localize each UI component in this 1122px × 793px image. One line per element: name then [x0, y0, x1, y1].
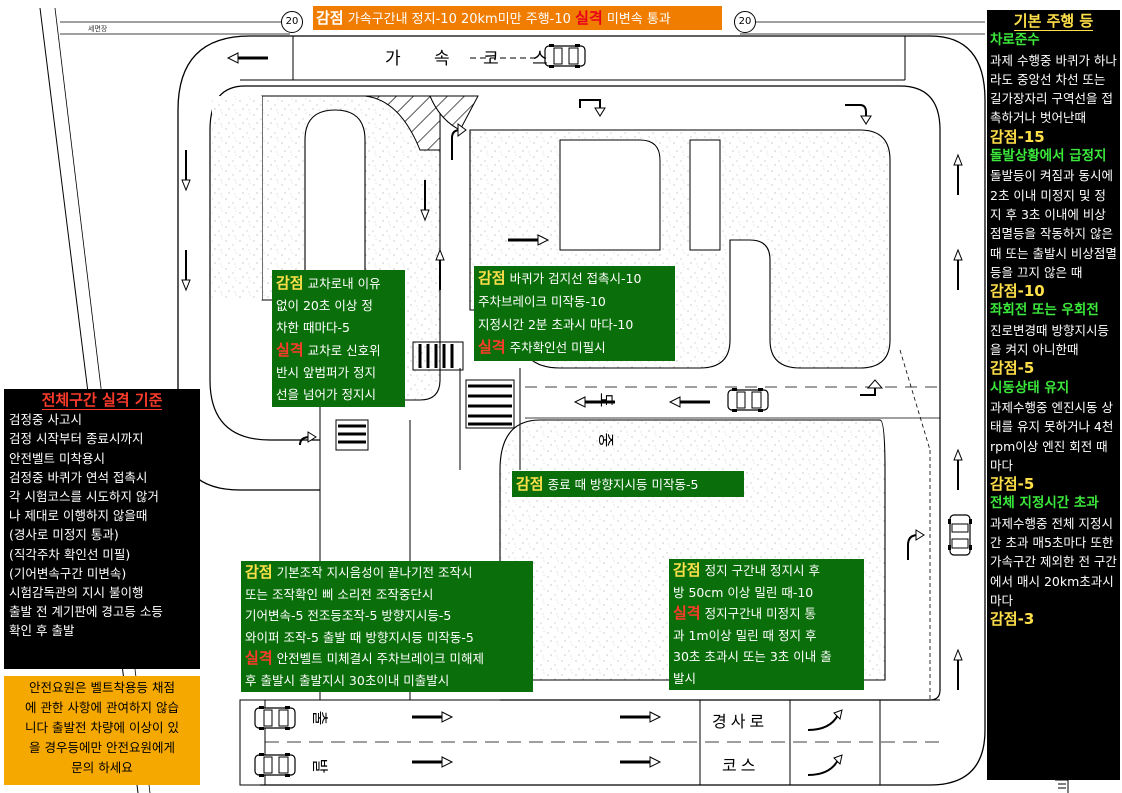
rule-line: 와이퍼 조작-5 출발 때 방향지시등 미작동-5 [245, 629, 474, 645]
deduct-tag: 감점 [516, 475, 544, 493]
speed-sign-left: 20 [281, 11, 303, 33]
intersection-rules-box: 감점 교차로내 이유 없이 20초 이상 정 차한 때마다-5 실격 교차로 신… [272, 270, 405, 407]
disqualification-criteria-panel: 전체구간 실격 기준 검정중 사고시 검정 시작부터 종료시까지 안전벨트 미착… [4, 389, 200, 669]
slope-course-label-bottom: 코스 [722, 756, 760, 775]
emergency-stop-title: 돌발상황에서 급정지 [990, 148, 1107, 165]
deduct-tag: 감점 [316, 9, 344, 27]
deduct-text: 가속구간내 정지-10 20km미만 주행-10 [347, 12, 571, 27]
notice-line: 문의 하세요 [71, 760, 133, 775]
deduct-tag: 감점 [245, 563, 273, 581]
acceleration-course-label: 가 속 코 스 [385, 49, 562, 69]
fail-tag: 실격 [276, 341, 304, 359]
time-limit-text: 과제수행중 전체 지정시간 초과 매5초마다 또한 가속구간 제외한 전 구간에… [990, 515, 1117, 608]
fail-tag: 실격 [575, 9, 603, 27]
criteria-line: (경사로 미정지 통과) [9, 527, 119, 543]
criteria-line: 확인 후 출발 [9, 623, 75, 639]
criteria-line: 검정 시작부터 종료시까지 [9, 431, 144, 447]
safety-staff-notice: 안전요원은 벨트착용등 채점 에 관한 사항에 관여하지 않습 니다 출발전 차… [4, 676, 200, 785]
speed-sign-right: 20 [734, 11, 756, 33]
rule-line: 과 1m이상 밀린 때 정지 후 [673, 627, 817, 643]
turn-title: 좌회전 또는 우회전 [990, 302, 1099, 319]
turn-signal-rule-box: 감점 종료 때 방향지시등 미작동-5 [512, 471, 744, 497]
fail-tag: 실격 [673, 604, 701, 622]
rule-line: 방 50cm 이상 밀린 때-10 [673, 584, 814, 600]
lane-keeping-points: 감점-15 [990, 127, 1045, 146]
criteria-line: 안전벨트 미착용시 [9, 450, 105, 466]
notice-line: 을 경우등에만 안전요원에게 [29, 740, 175, 755]
start-lane-label-1: 출 [310, 710, 330, 730]
parking-rules-box: 감점 바퀴가 검지선 접촉시-10 주차브레이크 미작동-10 지정시간 2분 … [474, 266, 675, 361]
rule-line: 지정시간 2분 초과시 마다-10 [478, 317, 634, 332]
notice-line: 에 관한 사항에 관여하지 않습 [25, 700, 179, 715]
rule-line: 감점 기본조작 지시음성이 끝나기전 조작시 [245, 563, 473, 581]
criteria-line: 각 시험코스를 시도하지 않거 [9, 489, 159, 505]
fail-tag: 실격 [245, 649, 273, 667]
criteria-line: 시험감독관의 지시 불이행 [9, 585, 144, 601]
rule-line: 후 출발시 출발지시 30초이내 미출발시 [245, 672, 450, 688]
deduct-tag: 감점 [673, 561, 701, 579]
engine-title: 시동상태 유지 [990, 379, 1070, 396]
fail-tag: 실격 [478, 338, 506, 356]
deduct-tag: 감점 [478, 269, 506, 287]
emergency-stop-points: 감점-10 [990, 282, 1045, 301]
notice-line: 안전요원은 벨트착용등 채점 [29, 680, 175, 695]
lane-keeping-text: 과제 수행중 바퀴가 하나라도 중앙선 차선 또는 길가장자리 구역선을 접촉하… [990, 52, 1117, 126]
rule-line: 기어변속-5 전조등조작-5 방향지시등-5 [245, 608, 452, 623]
criteria-line: 나 제대로 이행하지 않을때 [9, 508, 148, 524]
rule-line: 30초 초과시 또는 3초 이내 출 [673, 649, 832, 664]
turn-text: 진로변경때 방향지시등을 켜지 아니한때 [990, 322, 1109, 358]
rule-line: 선을 넘어가 정지시 [276, 387, 376, 402]
engine-points: 감점-5 [990, 475, 1035, 494]
rule-line: 반시 앞범퍼가 정지 [276, 365, 376, 380]
rule-line: 차한 때마다-5 [276, 320, 350, 335]
rule-line: 감점 정지 구간내 정지시 후 [673, 561, 821, 579]
criteria-line: 출발 전 계기판에 경고등 소등 [9, 604, 163, 620]
slope-rules-box: 감점 정지 구간내 정지시 후 방 50cm 이상 밀린 때-10 실격 정지구… [669, 559, 864, 690]
rule-line: 실격 주차확인선 미필시 [478, 338, 606, 356]
engine-text: 과제수행중 엔진시동 상태를 유지 못하거나 4천rpm이상 엔진 회전 때 마… [990, 399, 1114, 473]
time-limit-points: 감점-3 [990, 610, 1035, 629]
rule-line: 실격 교차로 신호위 [276, 341, 381, 359]
acceleration-course-rules-banner: 감점 가속구간내 정지-10 20km미만 주행-10 실격 미변속 통과 [313, 6, 722, 30]
rule-line: 실격 정지구간내 미정지 통 [673, 604, 817, 622]
criteria-line: (기어변속구간 미변속) [9, 565, 127, 581]
lane-label-bottom: 중 [596, 432, 616, 452]
lane-label-top: 도 [596, 392, 616, 412]
emergency-stop-text: 돌발등이 켜짐과 동시에 2초 이내 미정지 및 정지 후 3초 이내에 비상점… [990, 168, 1117, 280]
fail-text: 미변속 통과 [606, 12, 671, 27]
basic-operation-rules-box: 감점 기본조작 지시음성이 끝나기전 조작시 또는 조작확인 삐 소리전 조작중… [241, 561, 533, 692]
turn-points: 감점-5 [990, 359, 1035, 378]
slope-course-label-top: 경사로 [712, 712, 769, 731]
rule-line: 주차브레이크 미작동-10 [478, 294, 606, 309]
start-lane-label-2: 발 [310, 758, 330, 778]
rule-line: 또는 조작확인 삐 소리전 조작중단시 [245, 586, 434, 602]
criteria-line: 검정중 바퀴가 연석 접촉시 [9, 469, 148, 485]
rule-line: 감점 교차로내 이유 [276, 274, 381, 292]
rule-line: 감점 바퀴가 검지선 접촉시-10 [478, 269, 642, 287]
restroom-label: 세면장 [88, 25, 108, 33]
panel-title: 전체구간 실격 기준 [41, 391, 163, 410]
time-limit-title: 전체 지정시간 초과 [990, 495, 1099, 512]
criteria-line: 검정중 사고시 [9, 412, 82, 428]
rule-text: 종료 때 방향지시등 미작동-5 [547, 477, 699, 492]
criteria-line: (직각주차 확인선 미필) [9, 546, 131, 562]
lane-keeping-title: 차로준수 [990, 32, 1040, 49]
panel-title: 기본 주행 등 [1013, 12, 1094, 31]
rule-line: 발시 [673, 670, 697, 686]
rule-line: 없이 20초 이상 정 [276, 298, 373, 313]
rule-line: 실격 안전벨트 미체결시 주차브레이크 미해제 [245, 649, 485, 667]
deduct-tag: 감점 [276, 274, 304, 292]
notice-line: 니다 출발전 차량에 이상이 있 [25, 720, 179, 735]
basic-driving-rules-panel: 기본 주행 등 차로준수 과제 수행중 바퀴가 하나라도 중앙선 차선 또는 길… [987, 10, 1120, 780]
